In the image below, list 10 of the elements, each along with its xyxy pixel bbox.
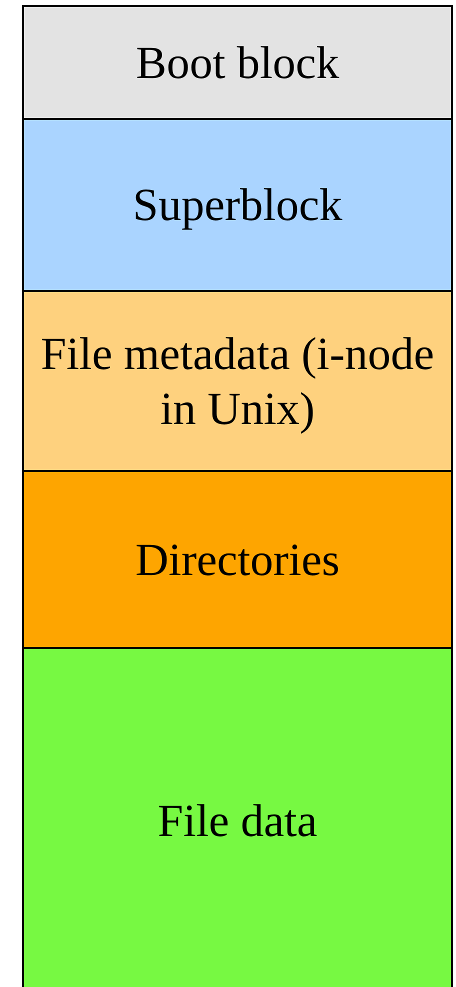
band-label: Superblock bbox=[132, 178, 342, 232]
layout-band bbox=[22, 290, 453, 472]
band-label: Directories bbox=[135, 532, 340, 587]
band-label: Boot block bbox=[136, 36, 340, 90]
band-label: File data bbox=[158, 794, 318, 848]
band-label: File metadata (i-node in Unix) bbox=[40, 326, 436, 436]
layout-band bbox=[22, 470, 453, 649]
layout-band bbox=[22, 5, 453, 120]
layout-band bbox=[22, 118, 453, 292]
layout-band bbox=[22, 647, 453, 987]
